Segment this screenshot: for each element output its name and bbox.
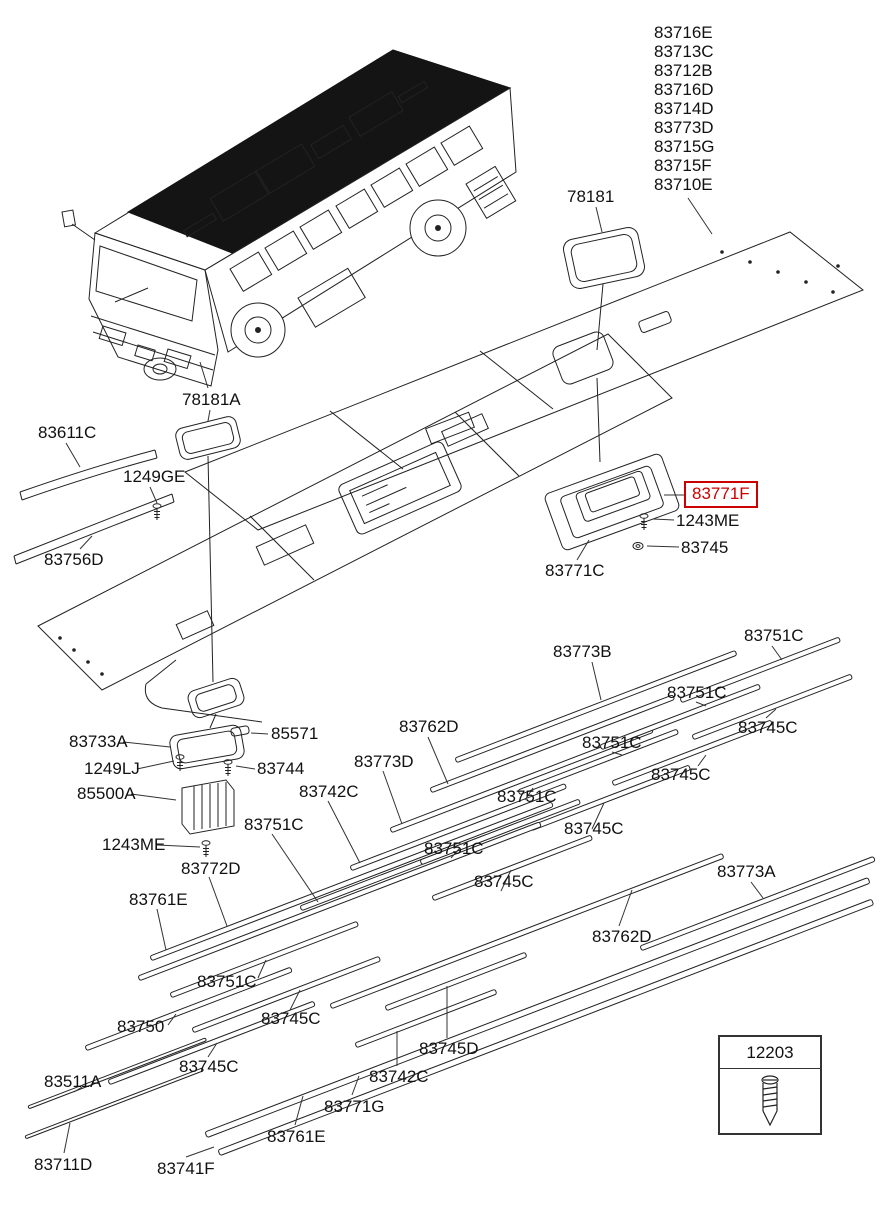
part-label[interactable]: 83745C bbox=[564, 819, 624, 838]
part-label[interactable]: 78181 bbox=[567, 187, 615, 206]
part-label[interactable]: 83715G bbox=[654, 137, 715, 156]
part-label[interactable]: 83751C bbox=[424, 839, 484, 858]
part-label[interactable]: 83772D bbox=[181, 859, 241, 878]
part-label[interactable]: 83751C bbox=[197, 972, 257, 991]
part-label[interactable]: 83711D bbox=[34, 1155, 93, 1174]
strip-83611C bbox=[19, 449, 158, 501]
part-label[interactable]: 83762D bbox=[592, 927, 652, 946]
hatch-frame-83733A bbox=[169, 724, 245, 770]
part-label-highlighted[interactable]: 83771F bbox=[684, 481, 758, 508]
roof-rail-strips bbox=[24, 637, 876, 1156]
headliner-corner-ring bbox=[144, 659, 263, 723]
part-label[interactable]: 83745C bbox=[179, 1057, 239, 1076]
part-label[interactable]: 83742C bbox=[369, 1067, 429, 1086]
part-label[interactable]: 83773B bbox=[553, 642, 612, 661]
part-label[interactable]: 83745 bbox=[681, 538, 729, 557]
sunroof-gasket-78181 bbox=[562, 227, 646, 289]
part-85500A bbox=[181, 779, 235, 835]
part-label[interactable]: 85500A bbox=[77, 784, 136, 803]
part-label[interactable]: 83771C bbox=[545, 561, 605, 580]
part-label[interactable]: 83745D bbox=[419, 1039, 479, 1058]
part-label[interactable]: 83750 bbox=[117, 1017, 165, 1036]
part-label[interactable]: 83733A bbox=[69, 732, 128, 751]
sunroof-gasket-78181A bbox=[175, 416, 241, 460]
part-label[interactable]: 83744 bbox=[257, 759, 305, 778]
bus-illustration bbox=[61, 49, 517, 387]
part-label[interactable]: 83771G bbox=[324, 1097, 385, 1116]
legend-box: 12203 bbox=[718, 1035, 822, 1135]
part-label[interactable]: 83751C bbox=[244, 815, 304, 834]
part-label[interactable]: 1249GE bbox=[123, 467, 186, 486]
part-label[interactable]: 83716D bbox=[654, 80, 714, 99]
part-label[interactable]: 83745C bbox=[261, 1009, 321, 1028]
part-label[interactable]: 83745C bbox=[474, 872, 534, 891]
part-label[interactable]: 83751C bbox=[497, 787, 557, 806]
part-label[interactable]: 1243ME bbox=[676, 511, 740, 530]
legend-part-number[interactable]: 12203 bbox=[720, 1037, 820, 1069]
part-label[interactable]: 83716E bbox=[654, 23, 713, 42]
leader-lines bbox=[63, 197, 783, 1158]
roof-panel-upper bbox=[184, 231, 864, 531]
part-label[interactable]: 83713C bbox=[654, 42, 714, 61]
fasteners bbox=[152, 503, 649, 858]
part-label[interactable]: 78181A bbox=[182, 390, 241, 409]
part-label[interactable]: 83762D bbox=[399, 717, 459, 736]
strip-83756D bbox=[13, 493, 175, 565]
part-label[interactable]: 83761E bbox=[129, 890, 188, 909]
part-label[interactable]: 83611C bbox=[38, 423, 97, 442]
part-label[interactable]: 83756D bbox=[44, 550, 104, 569]
part-label[interactable]: 1249LJ bbox=[84, 759, 140, 778]
part-label[interactable]: 83745C bbox=[738, 718, 798, 737]
part-label[interactable]: 83751C bbox=[667, 683, 727, 702]
part-label[interactable]: 83742C bbox=[299, 782, 359, 801]
part-label[interactable]: 83751C bbox=[582, 733, 642, 752]
part-label[interactable]: 83712B bbox=[654, 61, 713, 80]
part-85571 bbox=[230, 725, 250, 737]
part-label[interactable]: 83710E bbox=[654, 175, 713, 194]
part-label[interactable]: 83773D bbox=[354, 752, 414, 771]
part-label[interactable]: 83761E bbox=[267, 1127, 326, 1146]
vent-frame-83771 bbox=[544, 453, 680, 551]
headliner-panel bbox=[37, 333, 673, 691]
part-label[interactable]: 83773D bbox=[654, 118, 714, 137]
part-label[interactable]: 83741F bbox=[157, 1159, 215, 1178]
part-label[interactable]: 83511A bbox=[44, 1072, 102, 1091]
part-label[interactable]: 83745C bbox=[651, 765, 711, 784]
part-label[interactable]: 83714D bbox=[654, 99, 714, 118]
part-label[interactable]: 85571 bbox=[271, 724, 319, 743]
part-label[interactable]: 1243ME bbox=[102, 835, 166, 854]
part-label[interactable]: 83751C bbox=[744, 626, 804, 645]
part-label[interactable]: 83773A bbox=[717, 862, 776, 881]
screw-icon bbox=[761, 1075, 779, 1127]
part-label[interactable]: 83715F bbox=[654, 156, 712, 175]
